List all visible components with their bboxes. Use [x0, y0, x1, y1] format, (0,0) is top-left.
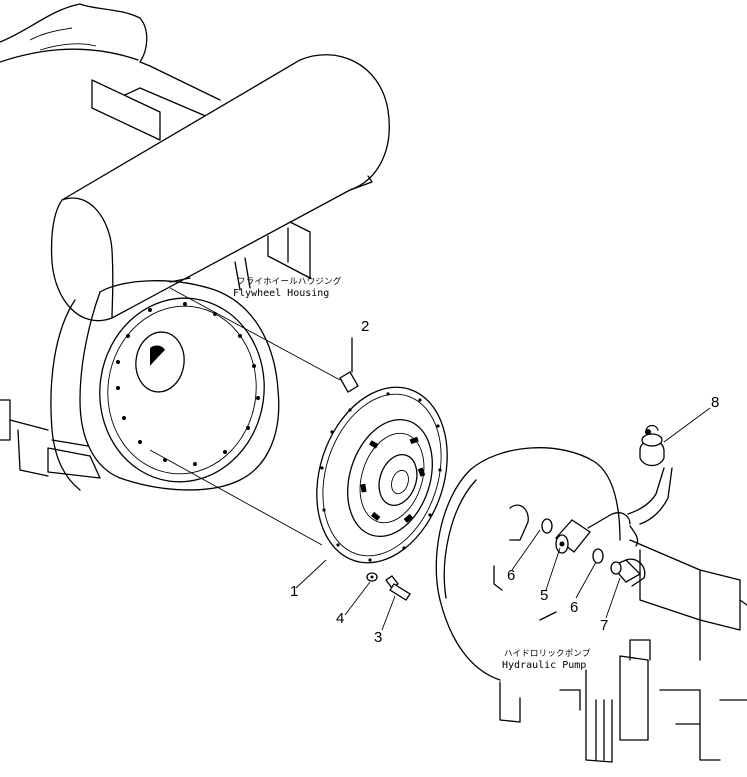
projection-lines	[149, 287, 341, 546]
callout-6-upper: 6	[507, 567, 515, 584]
elbow-part-5	[555, 512, 631, 554]
callout-2: 2	[361, 318, 369, 335]
o-ring-part-6-lower	[592, 548, 604, 564]
breather-pipe-part-8	[627, 424, 673, 547]
callout-3: 3	[374, 629, 382, 646]
plug-part-7	[610, 558, 646, 587]
bolt-part-3	[385, 575, 411, 601]
flywheel-housing	[0, 280, 280, 491]
damper-disc-part-1	[316, 386, 448, 564]
o-ring-part-6-upper	[541, 518, 553, 534]
dowel-pin-part-2	[339, 337, 359, 393]
engine-upper-casting	[0, 3, 221, 141]
callout-1: 1	[290, 583, 298, 600]
callout-leaders	[295, 407, 711, 631]
callout-numbers: 1 2 3 4 5 6 6 7 8	[290, 318, 719, 646]
callout-8: 8	[711, 394, 719, 411]
disc-rim-holes	[320, 392, 442, 562]
callout-4: 4	[336, 610, 344, 627]
callout-7: 7	[600, 617, 608, 634]
hydraulic-pump-housing	[435, 447, 747, 763]
callout-5: 5	[540, 587, 548, 604]
hydraulic-pump-label-en: Hydraulic Pump	[502, 660, 586, 671]
flywheel-housing-label-jp: フライホイールハウジング	[237, 276, 342, 287]
text-labels: フライホイールハウジング Flywheel Housing ハイドロリックポンプ…	[233, 276, 591, 671]
air-cleaner-cylinder	[50, 54, 390, 322]
callout-6-lower: 6	[570, 599, 578, 616]
flywheel-housing-label-en: Flywheel Housing	[233, 288, 329, 299]
flywheel-bolt-holes	[116, 302, 260, 466]
mounting-bracket	[234, 221, 311, 291]
hydraulic-pump-label-jp: ハイドロリックポンプ	[504, 649, 591, 659]
washer-part-4	[366, 572, 378, 582]
